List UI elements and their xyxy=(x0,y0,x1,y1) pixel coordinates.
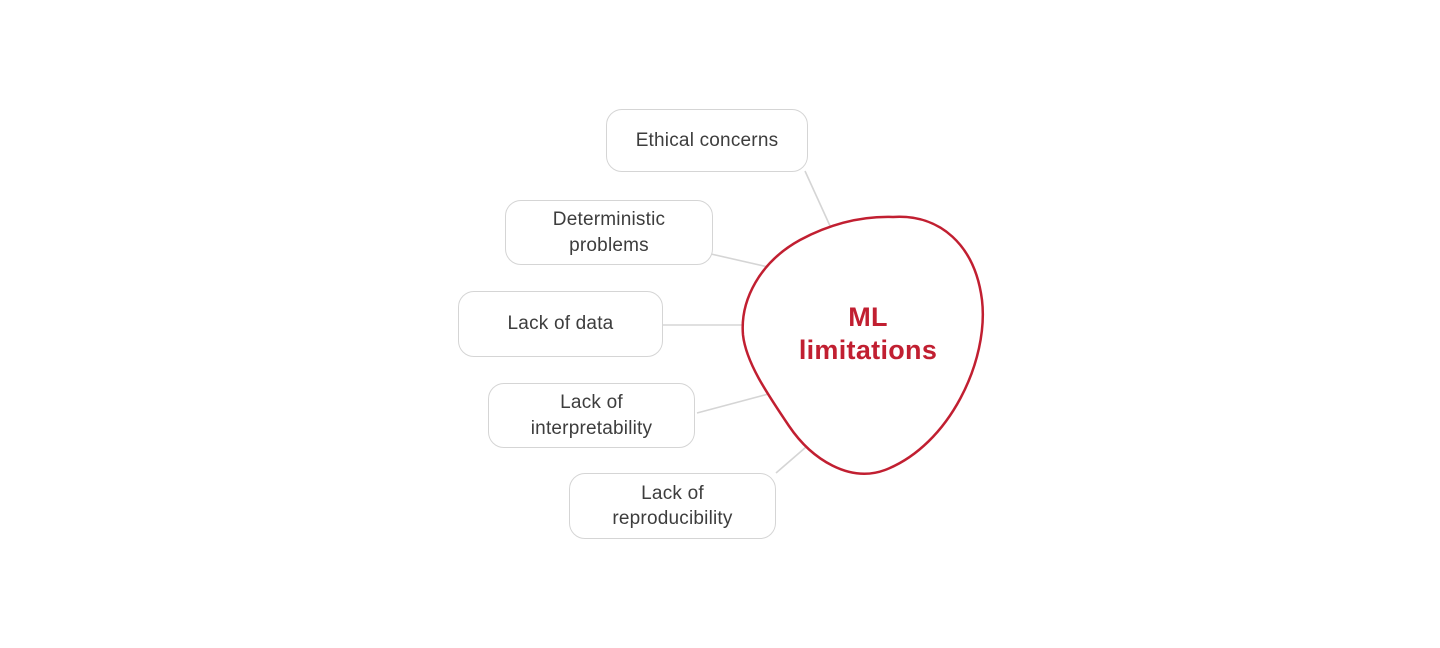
center-blob-outline xyxy=(741,215,985,475)
node-ethical-concerns: Ethical concerns xyxy=(606,109,808,172)
node-lack-of-reproducibility: Lack of reproducibility xyxy=(569,473,776,539)
node-lack-of-interpretability: Lack of interpretability xyxy=(488,383,695,448)
node-lack-of-data: Lack of data xyxy=(458,291,663,357)
node-label: Lack of reproducibility xyxy=(612,482,733,529)
node-deterministic-problems: Deterministic problems xyxy=(505,200,713,265)
node-label: Lack of interpretability xyxy=(530,392,653,439)
node-label: Ethical concerns xyxy=(635,129,779,151)
center-node-label: ML limitations xyxy=(798,302,938,365)
node-label: Deterministic problems xyxy=(552,209,666,256)
node-label: Lack of data xyxy=(507,313,614,335)
